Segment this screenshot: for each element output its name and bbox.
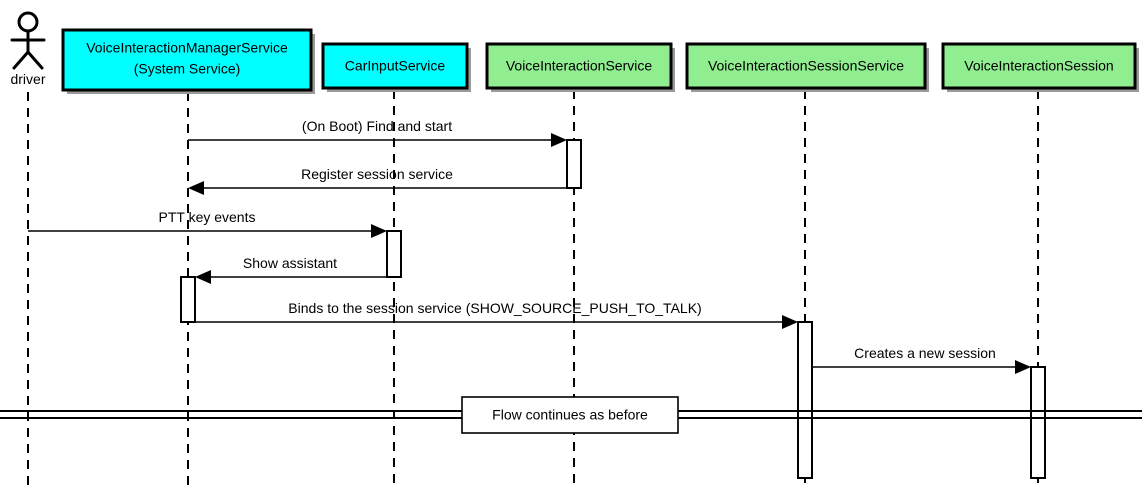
actor-head-icon xyxy=(17,11,39,33)
participant-vims[interactable]: VoiceInteractionManagerService (System S… xyxy=(61,28,315,94)
actor-left-leg-icon xyxy=(12,50,30,70)
message-arrowhead-left-icon xyxy=(195,270,211,284)
message-arrowhead-right-icon xyxy=(371,224,387,238)
participant-label-line1: VoiceInteractionSession xyxy=(964,58,1113,74)
message-label: PTT key events xyxy=(158,209,255,225)
activation-bar-voiceinteractionsessionservice xyxy=(797,321,813,479)
message-label: (On Boot) Find and start xyxy=(302,118,452,134)
message-creates-a-new-session[interactable]: Creates a new session xyxy=(812,345,1031,374)
message-arrowhead-right-icon xyxy=(782,315,798,329)
message-on-boot-find-and-start[interactable]: (On Boot) Find and start xyxy=(188,118,567,147)
actor-driver[interactable]: driver xyxy=(10,11,46,87)
message-label: Show assistant xyxy=(243,255,337,271)
message-label: Creates a new session xyxy=(854,345,996,361)
message-arrowhead-right-icon xyxy=(551,133,567,147)
participant-voiceinteractionsession[interactable]: VoiceInteractionSession xyxy=(941,42,1139,92)
message-label: Register session service xyxy=(301,166,453,182)
participant-box[interactable] xyxy=(321,42,469,90)
message-register-session-service[interactable]: Register session service xyxy=(188,140,568,195)
message-arrowhead-right-icon xyxy=(1015,360,1031,374)
message-ptt-key-events[interactable]: PTT key events xyxy=(28,209,387,238)
participant-label-line1: VoiceInteractionManagerService xyxy=(86,40,288,56)
participant-voiceinteractionservice[interactable]: VoiceInteractionService xyxy=(485,42,675,92)
flow-divider: Flow continues as before xyxy=(0,396,1142,434)
activation-bar-carinputservice xyxy=(386,230,402,278)
participant-label-line1: VoiceInteractionService xyxy=(506,58,653,74)
actor-right-leg-icon xyxy=(26,50,44,70)
activation-bar-vims xyxy=(180,276,196,323)
participant-label-line1: VoiceInteractionSessionService xyxy=(708,58,904,74)
activation-bar-voiceinteractionsession xyxy=(1030,366,1046,479)
participant-box[interactable] xyxy=(61,28,313,92)
participant-box[interactable] xyxy=(685,42,927,90)
message-label: Binds to the session service (SHOW_SOURC… xyxy=(288,300,701,316)
participant-label-line2: (System Service) xyxy=(134,61,241,77)
message-arrowhead-left-icon xyxy=(188,181,204,195)
message-show-assistant[interactable]: Show assistant xyxy=(195,255,401,284)
divider-note-label: Flow continues as before xyxy=(492,407,648,423)
participant-box[interactable] xyxy=(941,42,1137,90)
activation-bars-group xyxy=(180,139,1046,479)
participant-label-line1: CarInputService xyxy=(345,58,446,74)
divider-note-box xyxy=(461,396,679,434)
activation-bar-voiceinteractionservice xyxy=(566,139,582,189)
actor-label: driver xyxy=(10,71,45,87)
message-binds-to-the-session-service[interactable]: Binds to the session service (SHOW_SOURC… xyxy=(181,300,798,329)
participant-box[interactable] xyxy=(485,42,673,90)
participant-voiceinteractionsessionservice[interactable]: VoiceInteractionSessionService xyxy=(685,42,929,92)
participant-carinputservice[interactable]: CarInputService xyxy=(321,42,471,92)
